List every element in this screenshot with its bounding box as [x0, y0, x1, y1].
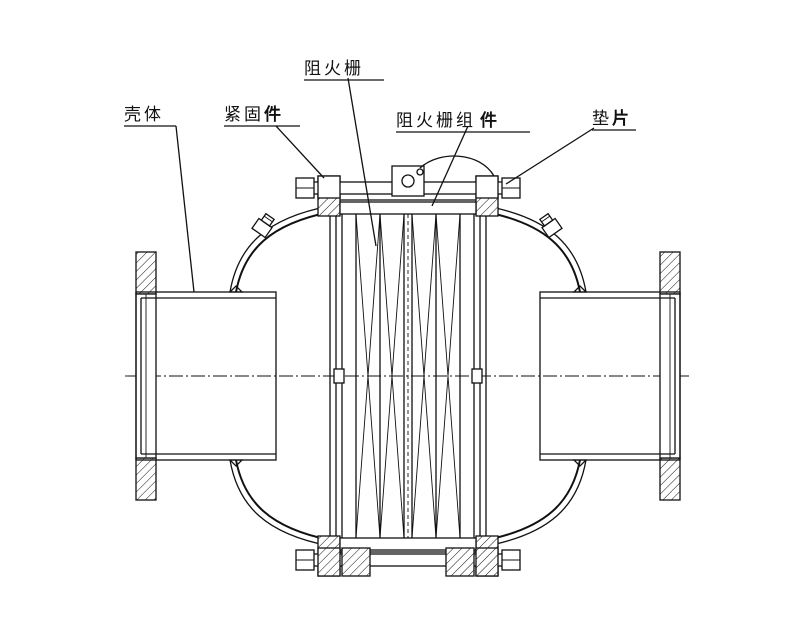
left-stud — [333, 368, 345, 384]
svg-text:壳体: 壳体 — [124, 105, 164, 125]
leader-lines — [175, 77, 595, 293]
label-flame-grid: 阻火栅 — [304, 59, 384, 81]
leader-grid-assembly — [431, 125, 469, 207]
svg-text:紧固件: 紧固件 — [224, 104, 284, 125]
svg-text:垫片: 垫片 — [592, 108, 632, 129]
left-flange — [135, 251, 157, 501]
label-fastener: 紧固件 — [224, 104, 300, 127]
left-boss — [251, 212, 276, 239]
right-stud — [471, 368, 483, 384]
leader-shell — [175, 125, 195, 293]
label-gasket: 垫片 — [592, 108, 636, 131]
leader-flame-grid — [347, 77, 377, 247]
svg-text:阻火栅: 阻火栅 — [304, 59, 364, 79]
right-boss — [538, 212, 563, 239]
leader-fastener — [275, 125, 325, 179]
flame-grid-elements — [355, 213, 461, 539]
leader-gasket — [505, 127, 595, 185]
left-pipe — [135, 291, 277, 461]
bottom-tie-rod — [295, 547, 521, 577]
label-flame-grid-assembly: 阻火栅组件 — [396, 110, 530, 133]
right-flange — [659, 251, 681, 501]
label-shell: 壳体 — [124, 105, 176, 127]
lifting-lug — [391, 155, 495, 197]
right-pipe — [539, 291, 681, 461]
housing-shell — [228, 205, 588, 547]
